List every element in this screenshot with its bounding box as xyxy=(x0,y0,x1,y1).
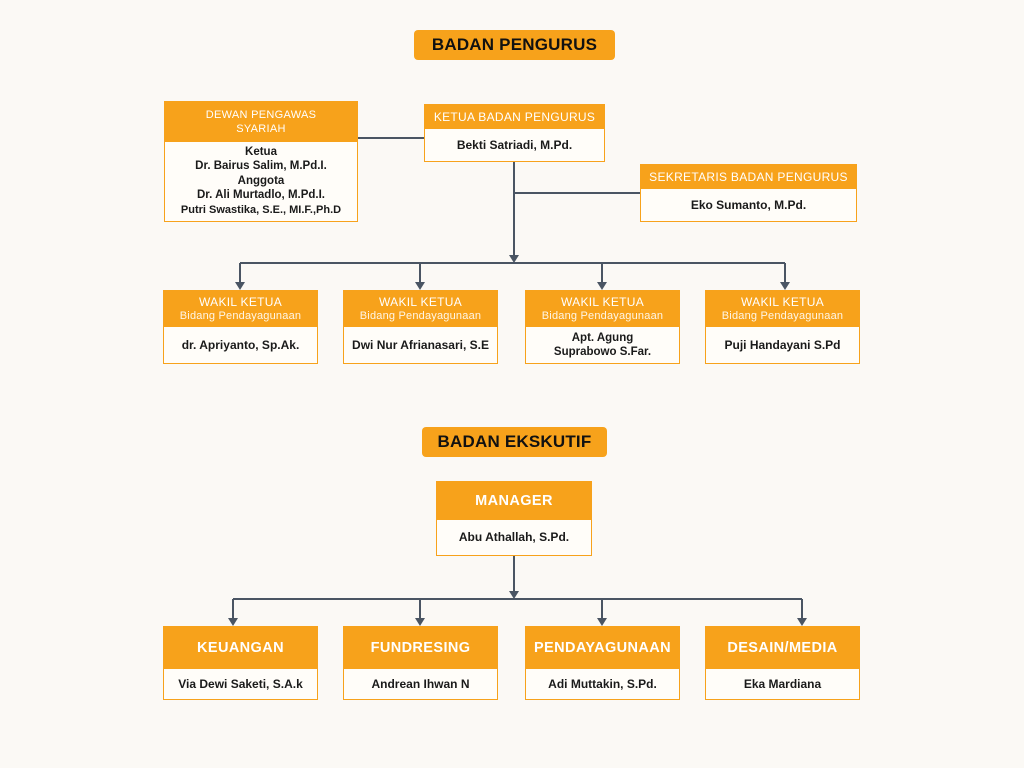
wakil-name: Puji Handayani S.Pd xyxy=(724,337,841,352)
manager-head: MANAGER xyxy=(475,493,553,509)
wakil-head: WAKIL KETUA xyxy=(560,295,645,309)
division-name: Andrean Ihwan N xyxy=(371,676,470,691)
wakil-name: Apt. Agung xyxy=(571,332,634,344)
division-name: Adi Muttakin, S.Pd. xyxy=(548,676,657,691)
box-division-pendayagunaan: PENDAYAGUNAAN Adi Muttakin, S.Pd. xyxy=(525,626,680,700)
manager-name: Abu Athallah, S.Pd. xyxy=(458,530,570,544)
section-title-pengurus: BADAN PENGURUS xyxy=(414,30,615,60)
division-head: DESAIN/MEDIA xyxy=(727,640,838,656)
division-head: PENDAYAGUNAAN xyxy=(533,640,672,656)
dewan-line: Putri Swastika, S.E., MI.F.,Ph.D xyxy=(180,203,342,216)
dewan-line: Ketua xyxy=(245,145,277,158)
box-wakil-ketua: WAKIL KETUA Bidang Pendayagunaan Puji Ha… xyxy=(705,290,860,364)
ketua-name: Bekti Satriadi, M.Pd. xyxy=(456,137,573,152)
dewan-head-line2: SYARIAH xyxy=(236,123,286,135)
wakil-sub: Bidang Pendayagunaan xyxy=(179,310,302,322)
box-wakil-ketua: WAKIL KETUA Bidang Pendayagunaan Apt. Ag… xyxy=(525,290,680,364)
box-division-desain-media: DESAIN/MEDIA Eka Mardiana xyxy=(705,626,860,700)
box-division-fundresing: FUNDRESING Andrean Ihwan N xyxy=(343,626,498,700)
sekretaris-name: Eko Sumanto, M.Pd. xyxy=(690,197,807,212)
wakil-name-2: Suprabowo S.Far. xyxy=(553,346,652,358)
division-head: FUNDRESING xyxy=(370,640,471,656)
box-dewan-pengawas: DEWAN PENGAWAS SYARIAH Ketua Dr. Bairus … xyxy=(164,101,358,222)
dewan-line: Dr. Bairus Salim, M.Pd.I. xyxy=(195,160,327,173)
dewan-line: Dr. Ali Murtadlo, M.Pd.I. xyxy=(197,189,325,202)
wakil-head: WAKIL KETUA xyxy=(198,295,283,309)
dewan-head-line1: DEWAN PENGAWAS xyxy=(205,109,317,121)
division-name: Eka Mardiana xyxy=(743,676,822,691)
box-wakil-ketua: WAKIL KETUA Bidang Pendayagunaan Dwi Nur… xyxy=(343,290,498,364)
ketua-head: KETUA BADAN PENGURUS xyxy=(433,110,596,124)
box-wakil-ketua: WAKIL KETUA Bidang Pendayagunaan dr. Apr… xyxy=(163,290,318,364)
box-sekretaris: SEKRETARIS BADAN PENGURUS Eko Sumanto, M… xyxy=(640,164,857,222)
dewan-line: Anggota xyxy=(237,174,285,187)
division-name: Via Dewi Saketi, S.A.k xyxy=(178,676,303,691)
arrow-manager xyxy=(509,591,519,599)
wakil-name: dr. Apriyanto, Sp.Ak. xyxy=(181,337,300,352)
wakil-head: WAKIL KETUA xyxy=(740,295,825,309)
box-ketua: KETUA BADAN PENGURUS Bekti Satriadi, M.P… xyxy=(424,104,605,162)
wakil-sub: Bidang Pendayagunaan xyxy=(721,310,844,322)
wakil-sub: Bidang Pendayagunaan xyxy=(541,310,664,322)
division-head: KEUANGAN xyxy=(197,640,284,656)
section-title-eksekutif: BADAN EKSKUTIF xyxy=(422,427,607,457)
sekretaris-head: SEKRETARIS BADAN PENGURUS xyxy=(649,170,848,184)
wakil-head: WAKIL KETUA xyxy=(378,295,463,309)
box-manager: MANAGER Abu Athallah, S.Pd. xyxy=(436,481,592,556)
arrow-ketua xyxy=(509,255,519,263)
box-division-keuangan: KEUANGAN Via Dewi Saketi, S.A.k xyxy=(163,626,318,700)
wakil-name: Dwi Nur Afrianasari, S.E xyxy=(352,337,489,352)
wakil-sub: Bidang Pendayagunaan xyxy=(359,310,482,322)
